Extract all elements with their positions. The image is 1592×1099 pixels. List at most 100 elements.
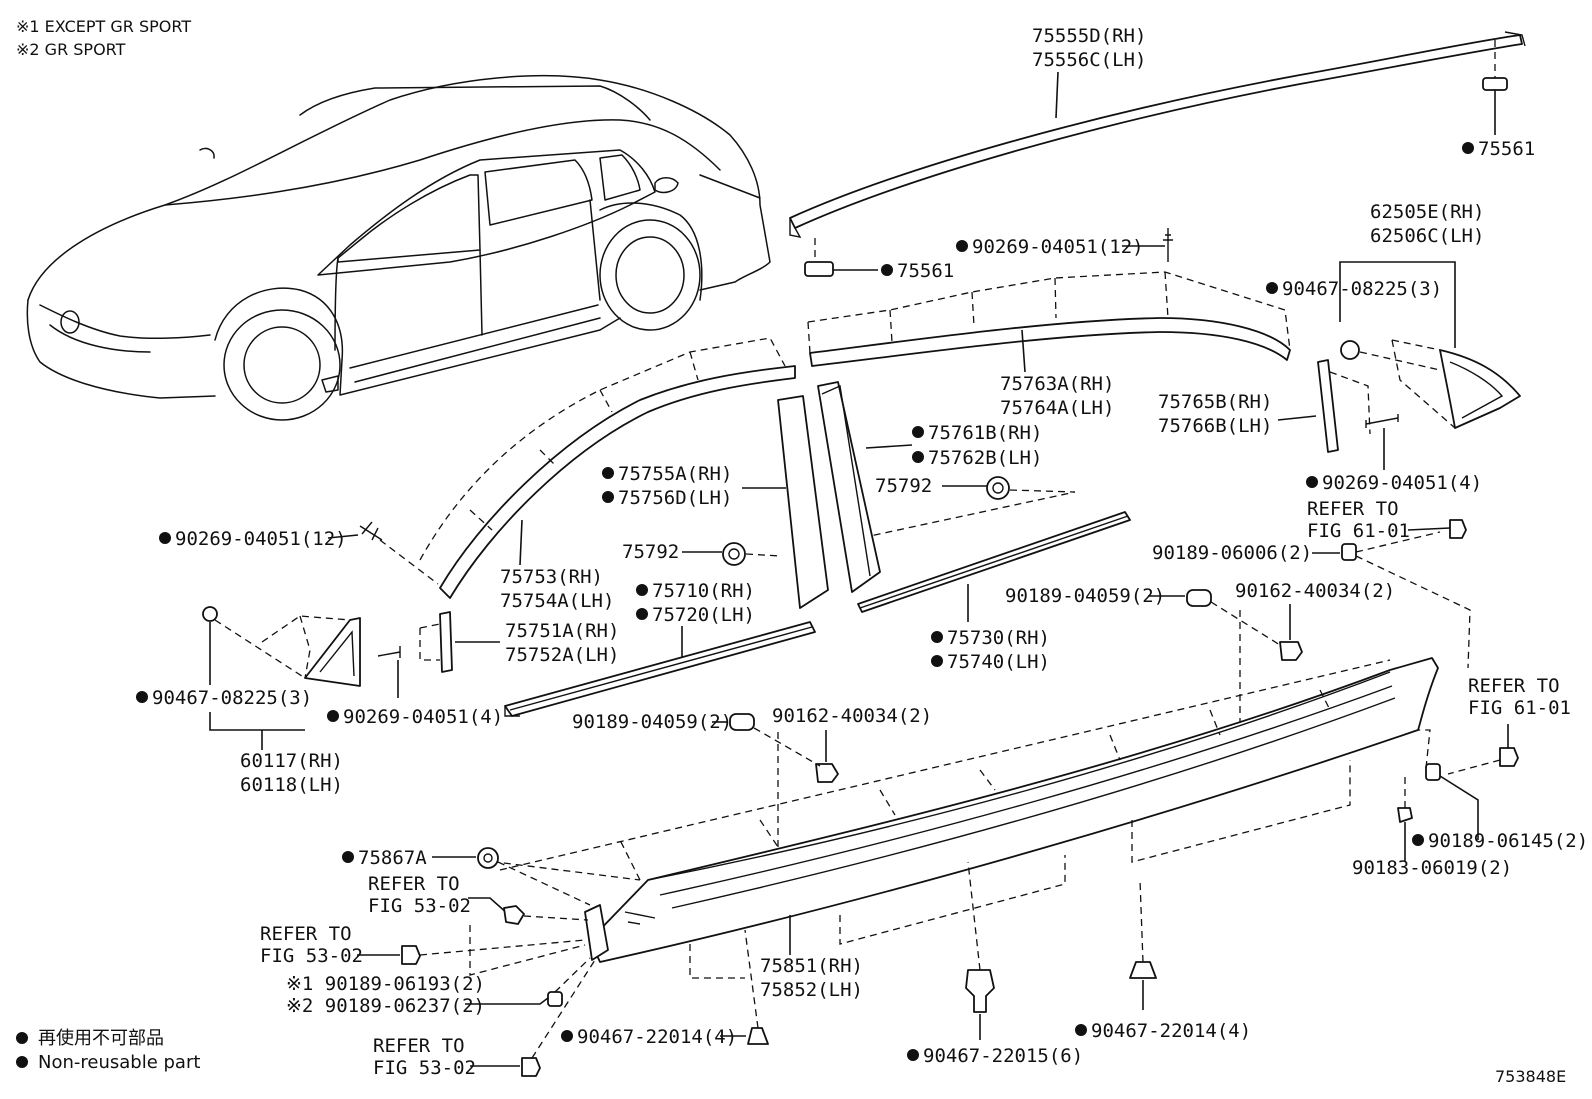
fig-53-02-a: FIG 53-02 bbox=[368, 895, 471, 917]
pin-90269-04051-4-left bbox=[377, 646, 401, 658]
label-75751a: 75751A(RH) bbox=[505, 620, 619, 642]
clip-75561-top bbox=[1482, 77, 1508, 91]
label-90162-40034-right: 90162-40034(2) bbox=[1235, 580, 1395, 602]
pillar-garnish-75765b bbox=[1317, 359, 1339, 453]
label-75852: 75852(LH) bbox=[760, 979, 863, 1001]
roof-molding bbox=[789, 31, 1526, 238]
clip-75792-right bbox=[986, 476, 1010, 500]
clip-75867a bbox=[477, 847, 499, 869]
label-75755a: 75755A(RH) bbox=[618, 463, 732, 485]
label-75766b: 75766B(LH) bbox=[1158, 415, 1272, 437]
label-90269-04051-12-top: 90269-04051(12) bbox=[972, 236, 1144, 258]
label-75556c: 75556C(LH) bbox=[1032, 49, 1146, 71]
label-75792-right: 75792 bbox=[875, 475, 932, 497]
refer-to-upper-right: REFER TO bbox=[1307, 498, 1399, 520]
label-75555d: 75555D(RH) bbox=[1032, 25, 1146, 47]
quarter-window-trim-62505e bbox=[1439, 349, 1521, 429]
note-gr-sport: ※2 GR SPORT bbox=[16, 40, 126, 59]
label-90269-04051-4-right: 90269-04051(4) bbox=[1322, 472, 1482, 494]
clip-90189-04059-right bbox=[1186, 589, 1212, 607]
refer-to-right: REFER TO bbox=[1468, 675, 1560, 697]
front-door-frame-molding-75753 bbox=[439, 365, 796, 599]
bolt-refer-61-01-right bbox=[1499, 747, 1519, 767]
figure-id: 753848E bbox=[1495, 1067, 1566, 1086]
clip-75792-left bbox=[722, 542, 746, 566]
rocker-end-bracket bbox=[584, 904, 609, 961]
label-75752a: 75752A(LH) bbox=[505, 644, 619, 666]
label-90189-06006: 90189-06006(2) bbox=[1152, 542, 1312, 564]
legend-dot-en bbox=[16, 1056, 28, 1068]
label-90467-22014-left: 90467-22014(4) bbox=[577, 1026, 737, 1048]
label-90189-06193: ※1 90189-06193(2) bbox=[286, 973, 485, 995]
label-75720: 75720(LH) bbox=[652, 604, 755, 626]
legend-en: Non-reusable part bbox=[38, 1052, 200, 1073]
bolt-refer-53-02-b bbox=[401, 945, 421, 965]
bolt-refer-53-02-c bbox=[521, 1057, 541, 1077]
screw-90162-40034-right bbox=[1279, 641, 1303, 661]
label-90189-06145: 90189-06145(2) bbox=[1428, 830, 1588, 852]
label-75792-left: 75792 bbox=[622, 541, 679, 563]
garnish-75751a bbox=[439, 611, 453, 673]
label-90467-08225-right: 90467-08225(3) bbox=[1282, 278, 1442, 300]
screw-90162-40034-left bbox=[815, 763, 839, 783]
label-75710: 75710(RH) bbox=[652, 580, 755, 602]
label-75730: 75730(RH) bbox=[947, 627, 1050, 649]
clip-90467-08225-right bbox=[1340, 340, 1360, 360]
label-75754a: 75754A(LH) bbox=[500, 590, 614, 612]
legend-jp: 再使用不可部品 bbox=[38, 1028, 164, 1049]
label-75761b: 75761B(RH) bbox=[928, 422, 1042, 444]
clip-90189-06193 bbox=[547, 991, 563, 1007]
label-62505e: 62505E(RH) bbox=[1370, 201, 1484, 223]
pin-90269-04051-4-right bbox=[1365, 414, 1399, 428]
pin-90269-left bbox=[359, 521, 383, 541]
clip-90467-08225-left bbox=[202, 606, 218, 622]
label-90269-04051-4-left: 90269-04051(4) bbox=[343, 706, 503, 728]
label-75740: 75740(LH) bbox=[947, 651, 1050, 673]
label-60117: 60117(RH) bbox=[240, 750, 343, 772]
label-90189-04059-left: 90189-04059(2) bbox=[572, 711, 732, 733]
label-75561-top: 75561 bbox=[1478, 138, 1535, 160]
clip-90467-22014-right bbox=[1129, 961, 1157, 979]
label-75851: 75851(RH) bbox=[760, 955, 863, 977]
legend-dot bbox=[16, 1032, 28, 1044]
fig-53-02-c: FIG 53-02 bbox=[373, 1057, 476, 1079]
label-90269-04051-12-left: 90269-04051(12) bbox=[175, 528, 347, 550]
refer-to-53-02-c: REFER TO bbox=[373, 1035, 465, 1057]
label-90467-22014-right: 90467-22014(4) bbox=[1091, 1020, 1251, 1042]
label-75561-mid: 75561 bbox=[897, 260, 954, 282]
pillar-75761b bbox=[817, 381, 881, 593]
fig-61-01-upper-right: FIG 61-01 bbox=[1307, 520, 1410, 542]
label-62506c: 62506C(LH) bbox=[1370, 225, 1484, 247]
refer-to-53-02-a: REFER TO bbox=[368, 873, 460, 895]
label-75763a: 75763A(RH) bbox=[1000, 373, 1114, 395]
bolt-refer-53-02-a bbox=[503, 905, 525, 925]
clip-90189-04059-left bbox=[729, 713, 755, 731]
label-75867a: 75867A bbox=[358, 847, 427, 869]
pillar-75755a bbox=[777, 395, 829, 609]
label-90467-08225-left: 90467-08225(3) bbox=[152, 687, 312, 709]
label-90189-06237: ※2 90189-06237(2) bbox=[286, 995, 485, 1017]
clip-75561-mid bbox=[804, 261, 834, 277]
fig-53-02-b: FIG 53-02 bbox=[260, 945, 363, 967]
car-illustration bbox=[26, 75, 771, 421]
label-75764a: 75764A(LH) bbox=[1000, 397, 1114, 419]
clip-90467-22015 bbox=[965, 969, 995, 1013]
label-75765b: 75765B(RH) bbox=[1158, 391, 1272, 413]
clip-90467-22014-left bbox=[747, 1027, 769, 1045]
rocker-panel-75851 bbox=[589, 657, 1439, 963]
label-75753: 75753(RH) bbox=[500, 566, 603, 588]
clip-90189-06145 bbox=[1425, 763, 1441, 781]
front-quarter-trim-60117 bbox=[304, 617, 361, 687]
door-frame-molding-75763a bbox=[809, 317, 1291, 367]
label-90162-40034-left: 90162-40034(2) bbox=[772, 705, 932, 727]
refer-to-53-02-b: REFER TO bbox=[260, 923, 352, 945]
clip-90189-06006 bbox=[1341, 543, 1357, 561]
label-75762b: 75762B(LH) bbox=[928, 447, 1042, 469]
note-except-gr-sport: ※1 EXCEPT GR SPORT bbox=[16, 17, 191, 36]
clip-90183-06019 bbox=[1397, 807, 1413, 823]
label-90183-06019: 90183-06019(2) bbox=[1352, 857, 1512, 879]
label-60118: 60118(LH) bbox=[240, 774, 343, 796]
label-90467-22015: 90467-22015(6) bbox=[923, 1045, 1083, 1067]
bolt-refer-61-01-upper bbox=[1449, 519, 1467, 539]
